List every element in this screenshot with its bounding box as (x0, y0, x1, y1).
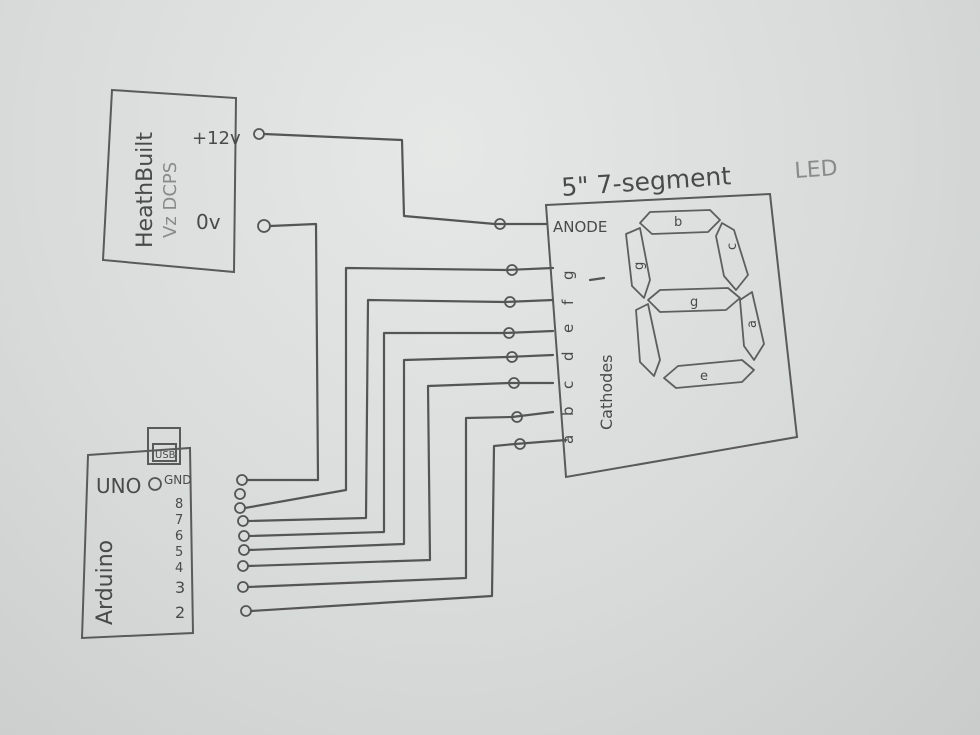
power-supply-name: HeathBuilt (133, 132, 158, 248)
power-supply-box (101, 88, 238, 274)
cathode-pin-c: c (559, 381, 577, 389)
arduino-box (80, 446, 195, 640)
arduino-name: Arduino (93, 540, 118, 625)
pin-label-gnd: GND (164, 473, 192, 487)
power-supply-positive-label: +12v (192, 128, 241, 149)
segment-b (639, 209, 721, 235)
pin-label-7: 7 (175, 513, 183, 528)
pin-label-2: 2 (175, 603, 185, 622)
segment-f (715, 222, 749, 291)
wire-pin4-to-c (246, 381, 555, 568)
wire-pin7-to-f (246, 298, 555, 523)
terminal-pin-3 (237, 581, 249, 593)
cathode-pin-d: d (559, 351, 577, 361)
segment-a (739, 291, 765, 361)
segment-label-center: g (690, 295, 698, 310)
pin-label-6: 6 (175, 529, 183, 544)
cathode-pin-e: e (559, 324, 577, 333)
wire-pin5-to-d (247, 353, 555, 552)
power-supply-negative-label: 0v (196, 210, 221, 234)
wire-pin2-to-a (249, 438, 568, 613)
pin-label-5: 5 (175, 545, 183, 560)
reset-button (148, 477, 162, 491)
segment-m (635, 303, 661, 377)
cathode-brace-top (588, 276, 606, 282)
cathode-pin-g: g (559, 270, 577, 280)
anode-label: ANODE (553, 218, 607, 236)
wires (243, 132, 568, 613)
arduino-model: UNO (96, 474, 141, 498)
usb-port (152, 443, 177, 462)
terminal-pin-4 (237, 560, 249, 572)
segment-label-e: e (700, 369, 708, 384)
display-title-suffix: LED (794, 156, 839, 184)
wire-pin6-to-e (247, 329, 555, 538)
terminal-gnd (236, 474, 248, 486)
segment-center (647, 287, 741, 313)
terminal-plus-12v (253, 128, 265, 140)
cathode-pin-labels: g f e d c b a (559, 270, 577, 444)
arduino-terminals (234, 474, 252, 617)
cathode-pin-f: f (559, 299, 577, 305)
segment-label-a: a (745, 320, 760, 328)
wire-0v-to-gnd (245, 222, 320, 482)
pin-label-3: 3 (175, 578, 185, 597)
terminal-pin-8 (234, 502, 246, 514)
usb-label: USB (155, 450, 176, 461)
terminal-pin-5 (238, 544, 250, 556)
usb-connector (147, 427, 181, 465)
segment-g (625, 227, 651, 299)
display-title-prefix: 5" 7-segment (560, 161, 732, 202)
terminal-pin-2 (240, 605, 252, 617)
cathode-pin-a: a (559, 435, 577, 444)
pin-label-8: 8 (175, 497, 183, 512)
power-supply-subtitle: Vz DCPS (160, 162, 181, 238)
segment-label-b: b (674, 215, 682, 230)
cathodes-label: Cathodes (597, 354, 616, 430)
terminal-pin-7 (237, 515, 249, 527)
segment-e (663, 359, 755, 389)
terminal-pin-6 (238, 530, 250, 542)
segment-label-c: c (725, 243, 740, 250)
wire-12v-to-anode (262, 132, 548, 226)
display-box (544, 192, 799, 479)
cathode-pin-b: b (559, 406, 577, 416)
seven-segment-digit: b c g g a e (625, 209, 765, 389)
terminal-0v (257, 219, 271, 233)
segment-label-g: g (632, 262, 647, 270)
pin-label-4: 4 (175, 561, 183, 576)
wire-pin8-to-g (243, 266, 555, 510)
arduino-pin-labels: GND 8 7 6 5 4 3 2 (164, 473, 192, 622)
terminal-gnd-2 (234, 488, 246, 500)
wire-pin3-to-b (246, 410, 555, 589)
